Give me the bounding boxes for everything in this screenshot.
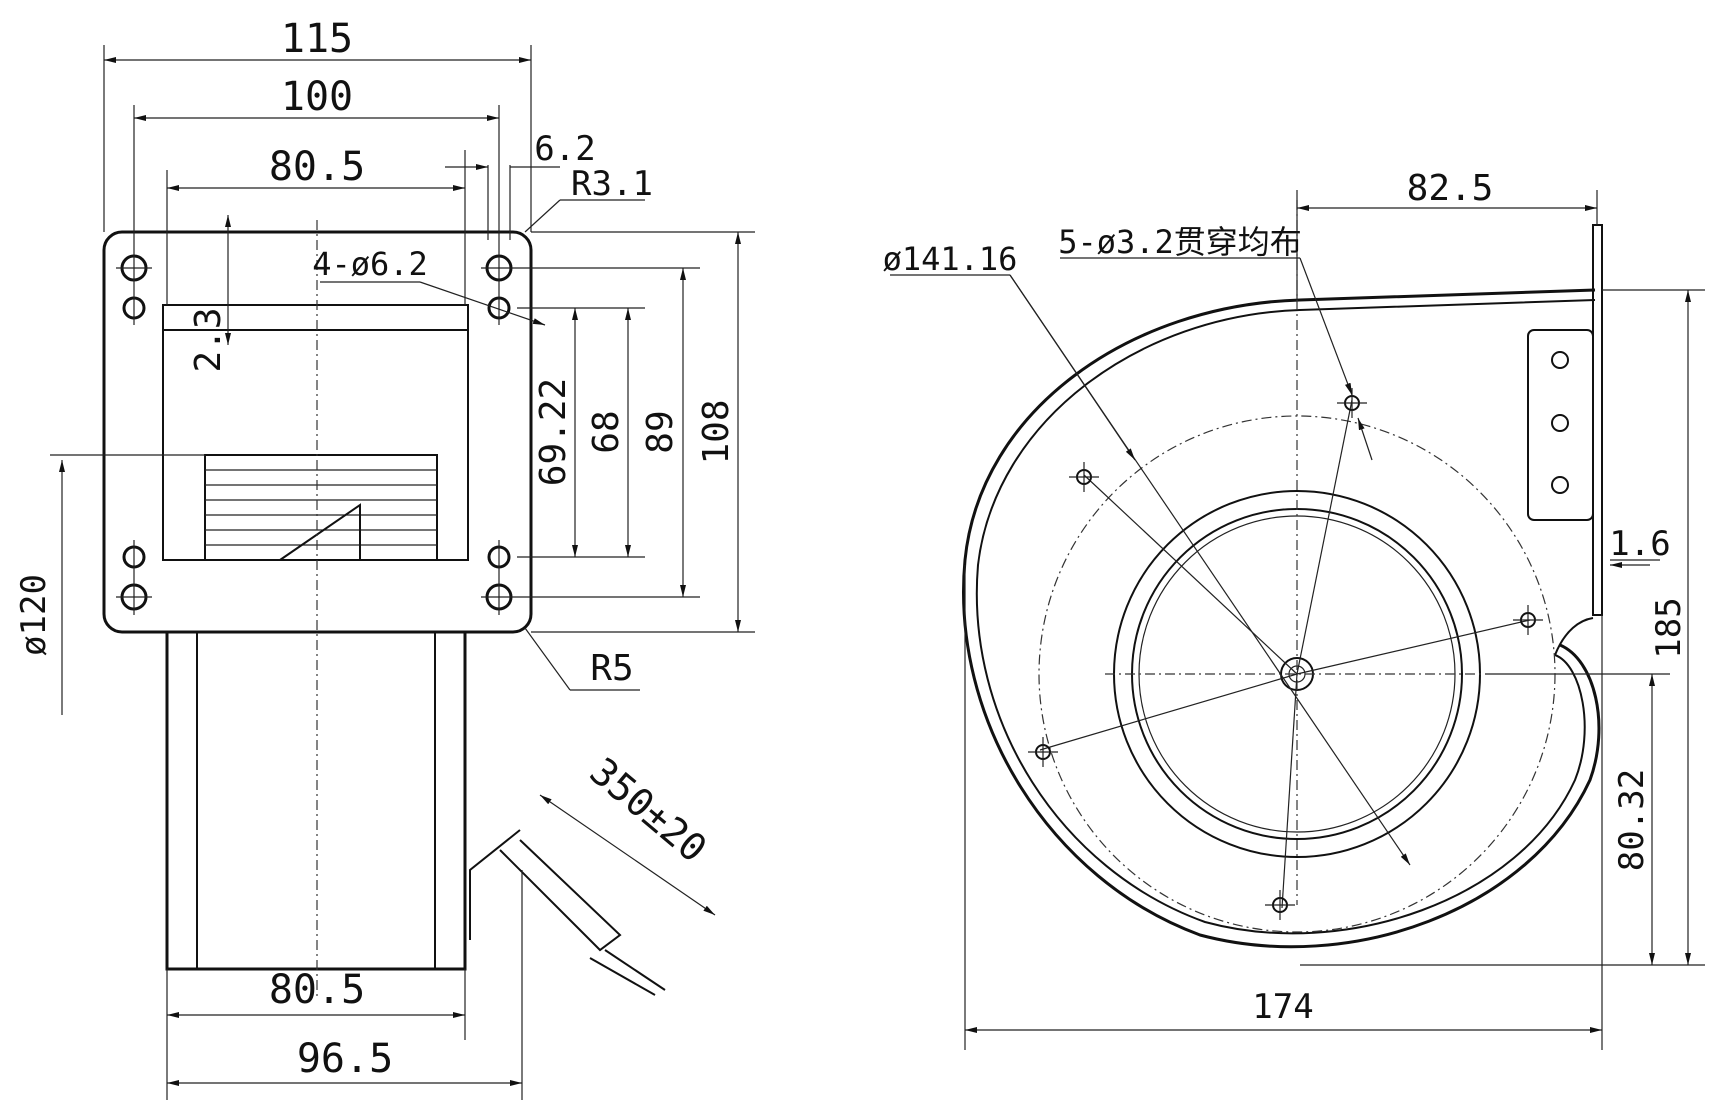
dim-108: 108	[696, 399, 737, 464]
dim-68: 68	[586, 410, 627, 453]
motor-body	[165, 630, 467, 971]
dim-80-5-bottom: 80.5	[269, 967, 365, 1013]
dim-115: 115	[281, 16, 353, 62]
side-view: 115 100 80.5 6.2 R3.1 4-ø6.2 2.3 69.22 6…	[14, 16, 755, 1100]
dim-80-32: 80.32	[1612, 769, 1652, 871]
impeller-section	[204, 454, 438, 561]
cable	[469, 829, 666, 996]
dim-185: 185	[1649, 597, 1689, 658]
dim-1-6: 1.6	[1609, 524, 1670, 564]
pitch-holes	[1028, 388, 1543, 920]
dim-dia-120: ø120	[14, 574, 54, 656]
mounting-flange	[102, 230, 533, 634]
dim-82-5: 82.5	[1407, 168, 1494, 209]
dim-6-2: 6.2	[534, 129, 595, 169]
terminal-plate	[1527, 329, 1594, 521]
dim-89: 89	[640, 410, 681, 453]
dim-69-22: 69.22	[533, 378, 574, 486]
dim-80-5-top: 80.5	[269, 144, 365, 190]
dim-100: 100	[281, 74, 353, 120]
dim-r5: R5	[590, 648, 633, 689]
front-view: ø141.16 5-ø3.2贯穿均布 82.5 1.6 185 80.32 17…	[883, 168, 1705, 1050]
dim-5-holes: 5-ø3.2贯穿均布	[1058, 223, 1302, 261]
mounting-holes	[116, 250, 517, 615]
dim-174: 174	[1252, 987, 1313, 1027]
dim-cable-350: 350±20	[582, 749, 715, 871]
dim-r3-1: R3.1	[571, 164, 653, 204]
dim-96-5: 96.5	[297, 1036, 393, 1082]
outlet-flange	[1592, 224, 1603, 616]
dim-4-holes: 4-ø6.2	[312, 245, 428, 283]
scroll-housing	[962, 288, 1601, 949]
dim-2-3: 2.3	[188, 307, 229, 372]
dim-pitch-diameter: ø141.16	[883, 240, 1018, 278]
